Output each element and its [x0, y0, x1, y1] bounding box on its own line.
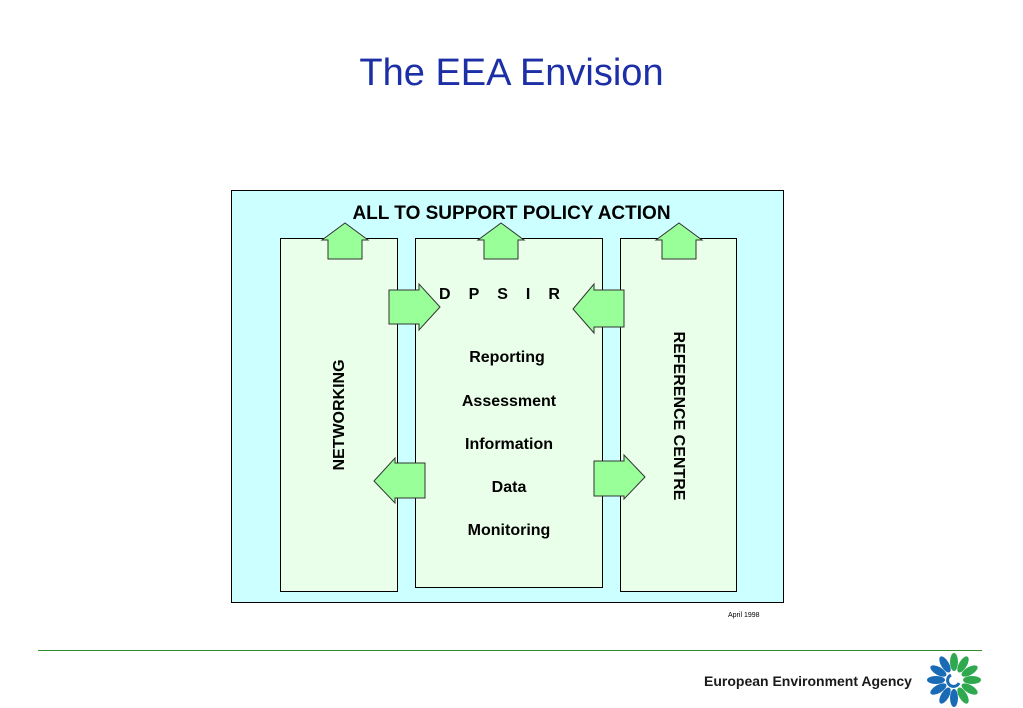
dpsir-letter: S	[497, 286, 508, 303]
reference-centre-label: REFERENCE CENTRE	[670, 331, 687, 501]
center-item-reporting: Reporting	[469, 349, 545, 366]
left-arrow-center-to-networking	[373, 456, 426, 505]
eea-logo-icon	[927, 653, 981, 707]
dpsir-letter: R	[548, 286, 560, 303]
slide-title: The EEA Envision	[359, 52, 664, 94]
up-arrow-center	[476, 222, 526, 260]
up-arrow-right	[654, 222, 704, 260]
center-panel	[415, 238, 603, 588]
right-arrow-center-to-reference	[593, 453, 646, 501]
dpsir-letter: D	[439, 286, 451, 303]
right-arrow-networking-to-center	[388, 282, 441, 332]
footer-brand-text: European Environment Agency	[704, 673, 912, 689]
center-item-monitoring: Monitoring	[467, 522, 551, 539]
top-label: ALL TO SUPPORT POLICY ACTION	[352, 203, 671, 224]
dpsir-letter: I	[525, 286, 531, 303]
networking-label: NETWORKING	[331, 359, 348, 471]
up-arrow-left	[320, 222, 370, 260]
footer-rule	[38, 650, 982, 651]
reference-centre-panel	[620, 238, 737, 592]
left-arrow-reference-to-center	[572, 282, 625, 335]
center-item-assessment: Assessment	[461, 393, 557, 410]
center-item-information: Information	[465, 436, 553, 453]
dpsir-letter: P	[468, 286, 480, 303]
networking-panel	[280, 238, 398, 592]
center-item-data: Data	[491, 479, 527, 496]
date-label: April 1998	[728, 612, 760, 619]
